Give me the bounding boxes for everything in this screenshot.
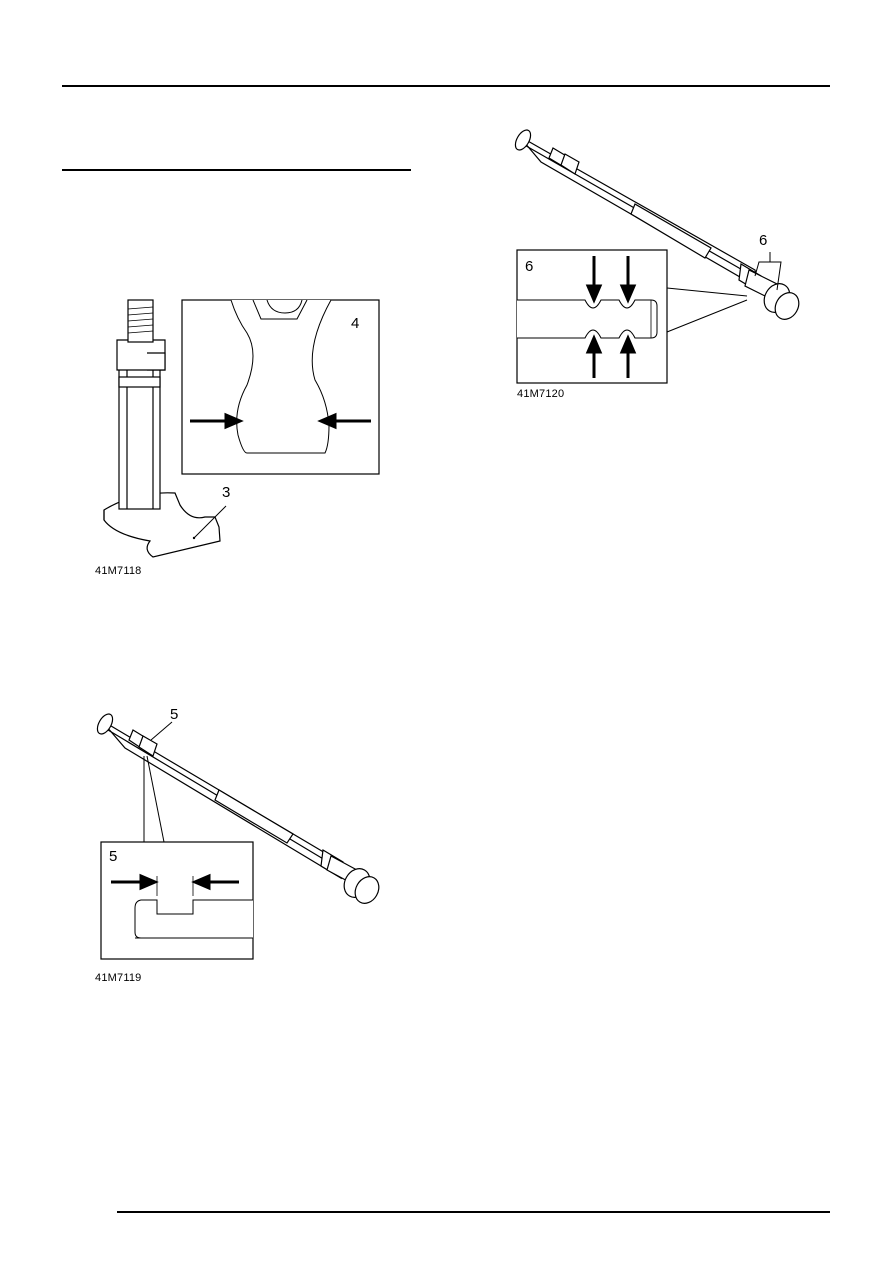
callout-5-main: 5 [170, 706, 179, 723]
callout-3: 3 [222, 484, 231, 501]
figure-code: 41M7120 [517, 388, 565, 400]
selector-shaft-illustration [96, 713, 380, 960]
callout-6-inset: 6 [525, 258, 534, 275]
figure-41m7118: 3 4 41M7118 [95, 295, 395, 585]
valve-stem-illustration [103, 299, 380, 558]
section-rule [62, 169, 411, 171]
callout-5-inset: 5 [109, 848, 118, 865]
callout-4: 4 [351, 315, 360, 332]
figure-code: 41M7119 [95, 972, 142, 984]
figure-41m7120: 6 6 41M7120 [514, 120, 815, 410]
callout-6-main: 6 [759, 232, 768, 249]
selector-shaft-detail-illustration [514, 129, 800, 384]
footer-rule [117, 1211, 830, 1213]
header-rule [62, 85, 830, 87]
figure-41m7119: 5 5 41M7119 [95, 700, 395, 990]
figure-code: 41M7118 [95, 565, 142, 577]
